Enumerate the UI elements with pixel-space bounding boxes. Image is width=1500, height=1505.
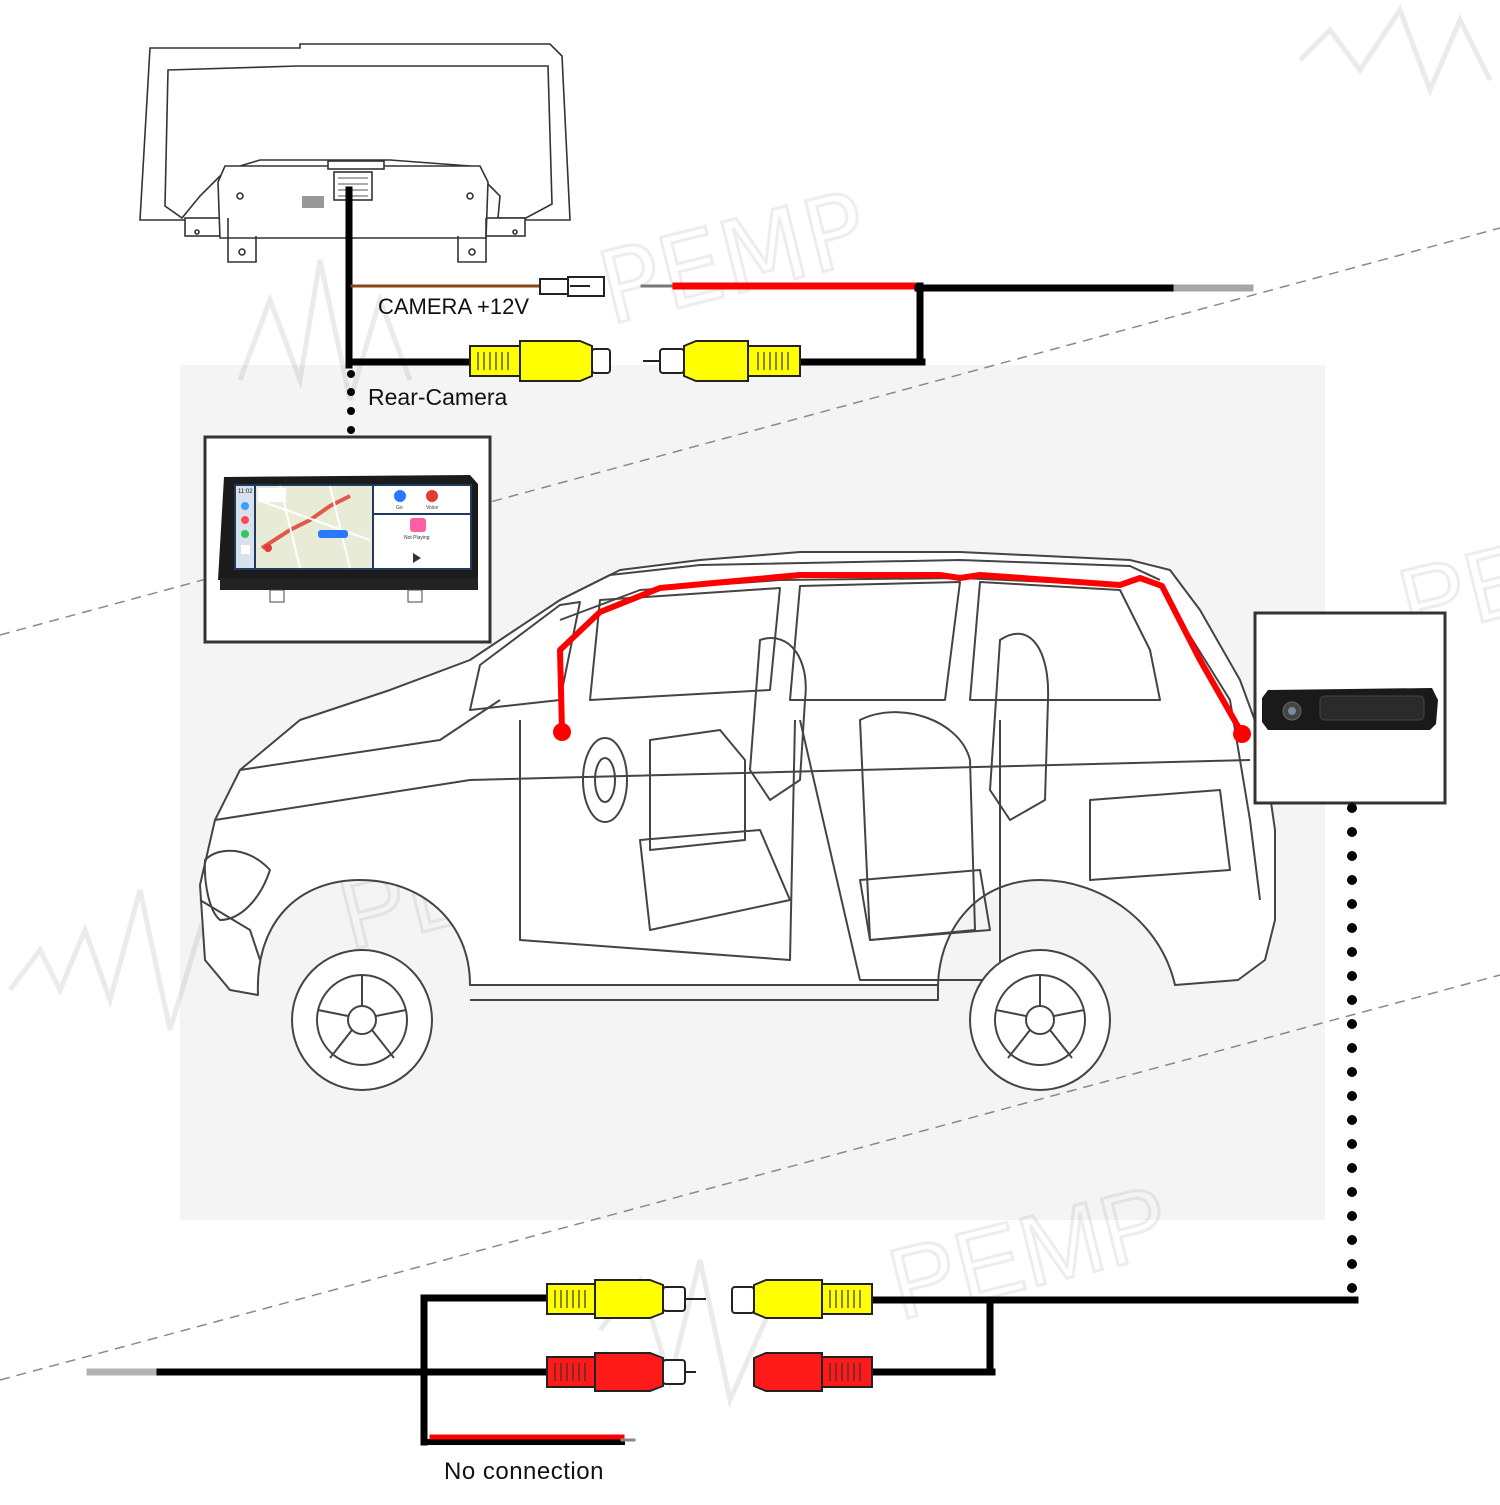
suv-outline-icon	[199, 551, 1276, 1091]
dotted-link-dot	[1347, 971, 1357, 981]
dotted-link-dot	[1347, 1163, 1357, 1173]
no-connection-label: No connection	[444, 1458, 604, 1485]
camera-cable-route	[553, 572, 1251, 743]
watermark-text: PEMP	[588, 169, 878, 348]
dotted-link-dot	[1347, 803, 1357, 813]
dotted-link-dot	[1347, 947, 1357, 957]
head-unit-back-icon	[139, 43, 571, 263]
dotted-link-camera	[1347, 803, 1357, 1293]
trunk-handle-camera-icon	[1253, 611, 1447, 805]
rca-plug-yellow-left-icon	[469, 340, 611, 382]
watermark-wave	[237, 259, 413, 401]
rca-plug-red-bottom-left-icon	[546, 1352, 696, 1392]
dotted-link-dot	[1347, 899, 1357, 909]
dotted-link-dot	[1347, 1067, 1357, 1077]
rear-camera-label: Rear-Camera	[368, 384, 508, 410]
dotted-link-dot	[1347, 827, 1357, 837]
screen-tile-voice: Voice	[426, 505, 438, 511]
screen-time: 11:02	[238, 489, 253, 495]
cable-endpoint-front	[553, 723, 571, 741]
dotted-link-dot	[1347, 1283, 1357, 1293]
dotted-link-dot	[1347, 995, 1357, 1005]
cable-endpoint-rear	[1233, 725, 1251, 743]
dotted-link-dot	[1347, 1043, 1357, 1053]
dotted-link-dot	[1347, 1091, 1357, 1101]
dotted-link-dot	[1347, 1259, 1357, 1269]
rca-plug-yellow-right-icon	[643, 340, 801, 382]
power-connector-icon	[539, 276, 605, 297]
dotted-link-dot	[1347, 923, 1357, 933]
top-wiring	[345, 186, 1254, 369]
dotted-link-dot	[1347, 1235, 1357, 1245]
rca-plug-red-bottom-right-icon	[753, 1352, 873, 1392]
dotted-link-dot	[1347, 1139, 1357, 1149]
dotted-link-dot	[1347, 851, 1357, 861]
rca-plug-yellow-bottom-right-icon	[731, 1279, 873, 1319]
screen-tile-go: Go	[396, 505, 403, 511]
bottom-wiring	[86, 1294, 1359, 1446]
dotted-link-dot	[1347, 1019, 1357, 1029]
screen-tile-now-playing: Not Playing	[404, 535, 430, 541]
dotted-link-dot	[1347, 1211, 1357, 1221]
dotted-link-dot	[1347, 1187, 1357, 1197]
watermark-wave	[1298, 4, 1493, 97]
dotted-link-dot	[1347, 1115, 1357, 1125]
watermark-wave	[8, 889, 233, 1031]
camera-power-label: CAMERA +12V	[378, 294, 530, 319]
rca-plug-yellow-bottom-left-icon	[546, 1279, 706, 1319]
dotted-link-screen	[347, 370, 355, 434]
dotted-link-dot	[1347, 875, 1357, 885]
android-screen-icon: 11:02 Go Voice Not Playing	[203, 435, 492, 644]
